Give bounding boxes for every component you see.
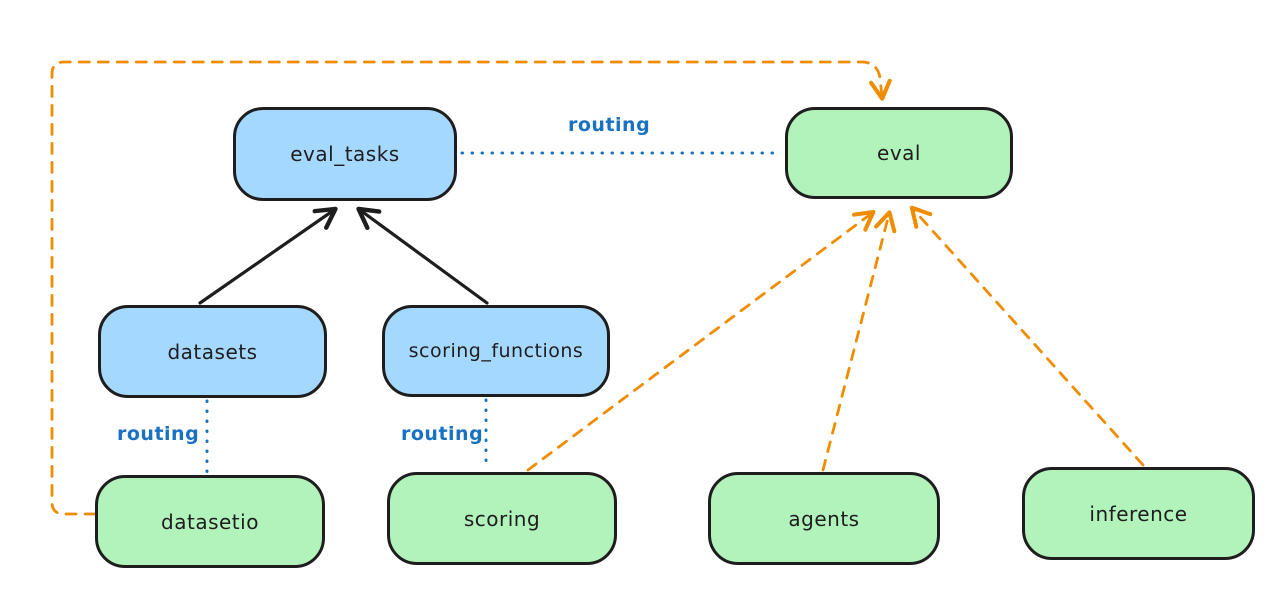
node-datasets-label: datasets bbox=[167, 339, 258, 364]
node-scoring-label: scoring bbox=[463, 506, 541, 531]
node-scoring: scoring bbox=[387, 472, 617, 565]
edge-scoring-functions-to-eval-tasks bbox=[356, 206, 489, 305]
node-eval-label: eval bbox=[877, 141, 921, 165]
edge-label-routing-datasets: routing bbox=[117, 423, 200, 445]
edge-inference-to-eval bbox=[909, 205, 1145, 467]
edge-label-routing-top: routing bbox=[568, 114, 651, 136]
node-datasetio-label: datasetio bbox=[161, 509, 259, 534]
node-inference: inference bbox=[1022, 467, 1255, 560]
node-scoring-functions-label: scoring_functions bbox=[408, 340, 584, 362]
edge-datasetio-to-eval bbox=[50, 60, 892, 516]
edge-agents-to-eval bbox=[821, 210, 897, 472]
edge-datasets-to-eval-tasks bbox=[198, 206, 338, 305]
node-eval-tasks: eval_tasks bbox=[233, 107, 457, 201]
node-datasetio: datasetio bbox=[95, 475, 325, 568]
edge-label-routing-scoring: routing bbox=[401, 423, 484, 445]
node-eval-tasks-label: eval_tasks bbox=[290, 142, 400, 166]
node-scoring-functions: scoring_functions bbox=[382, 305, 610, 397]
node-eval: eval bbox=[785, 107, 1013, 199]
node-datasets: datasets bbox=[98, 305, 327, 398]
node-inference-label: inference bbox=[1089, 501, 1188, 526]
node-agents-label: agents bbox=[788, 506, 860, 531]
node-agents: agents bbox=[708, 472, 940, 565]
